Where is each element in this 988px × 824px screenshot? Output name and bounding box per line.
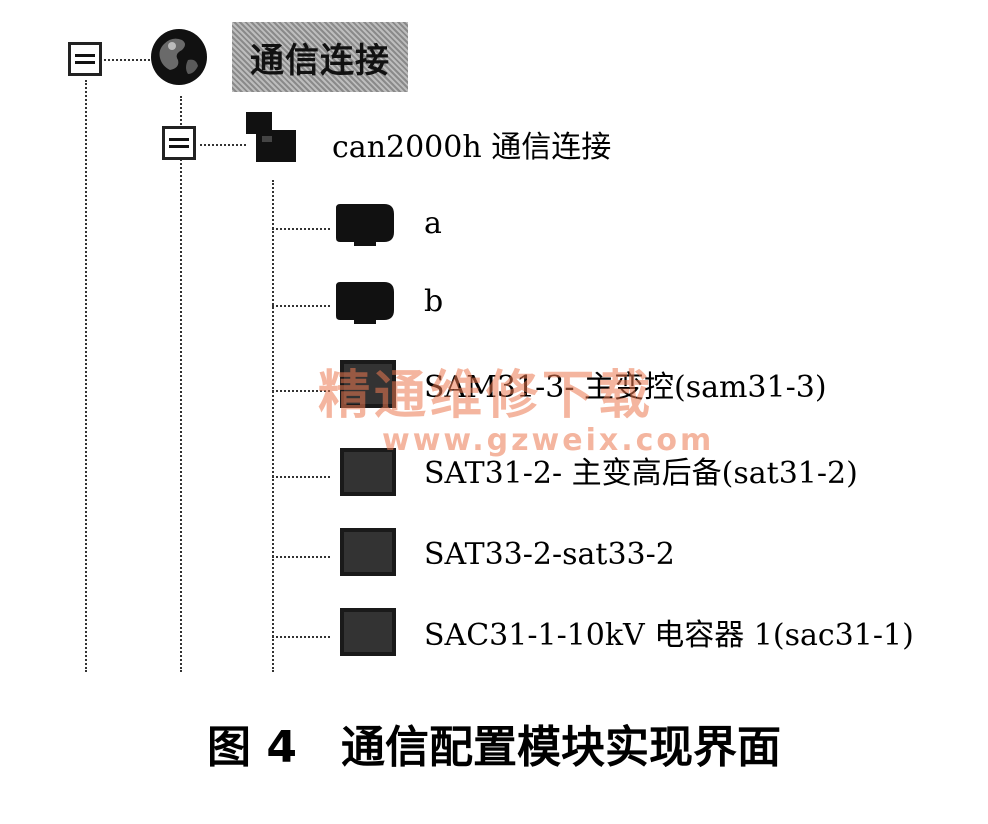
device-module-icon (340, 528, 396, 576)
tree-item-label[interactable]: a (424, 206, 442, 241)
watermark-url: www.gzweix.com (382, 423, 715, 458)
tree-root-label[interactable]: 通信连接 (232, 22, 408, 92)
root-collapse-toggle[interactable] (68, 42, 102, 76)
tree-connector-group (200, 144, 246, 146)
tree-guide-line-group (180, 96, 182, 672)
tree-connector-item (272, 556, 330, 558)
network-device-icon (246, 112, 296, 162)
tree-group-label[interactable]: can2000h 通信连接 (332, 130, 612, 165)
tree-item-label[interactable]: SAT33-2-sat33-2 (424, 537, 675, 572)
tree-connector-item (272, 390, 330, 392)
tree-connector-item (272, 228, 330, 230)
tree-connector-item (272, 305, 330, 307)
group-collapse-toggle[interactable] (162, 126, 196, 160)
tree-item-label[interactable]: SAM31-3- 主变控(sam31-3) (424, 370, 827, 405)
tree-connector-root (104, 59, 154, 61)
tree-item-label[interactable]: b (424, 284, 444, 319)
device-module-icon (340, 448, 396, 496)
device-node-icon (336, 204, 394, 246)
device-node-icon (336, 282, 394, 324)
globe-icon (151, 29, 207, 85)
tree-guide-line-root (85, 80, 87, 672)
tree-connector-item (272, 476, 330, 478)
device-module-icon (340, 608, 396, 656)
tree-guide-line-items (272, 180, 274, 672)
tree-item-label[interactable]: SAT31-2- 主变高后备(sat31-2) (424, 456, 858, 491)
figure-caption: 图 4 通信配置模块实现界面 (207, 722, 781, 773)
tree-connector-item (272, 636, 330, 638)
device-module-icon (340, 360, 396, 408)
tree-item-label[interactable]: SAC31-1-10kV 电容器 1(sac31-1) (424, 618, 914, 653)
